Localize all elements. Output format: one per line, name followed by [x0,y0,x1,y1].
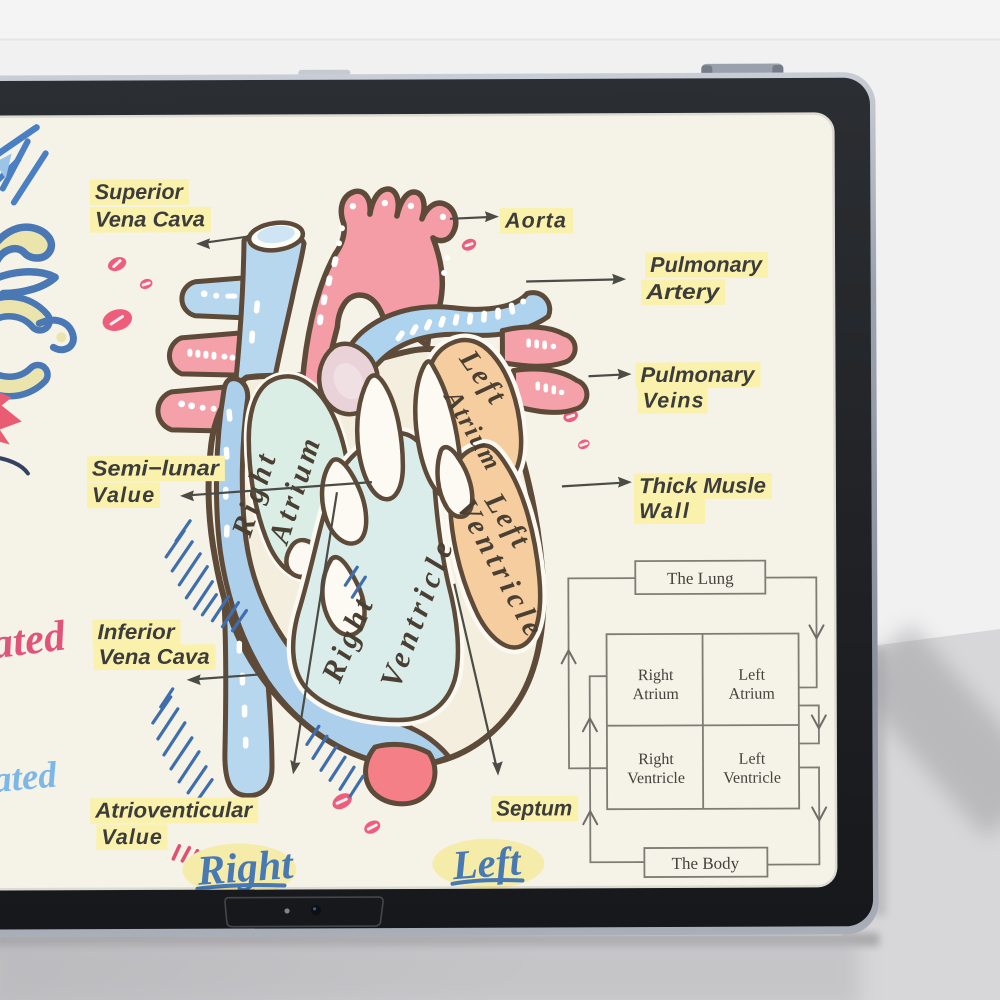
svg-text:Superior: Superior [95,180,185,204]
svg-text:Inferior: Inferior [97,620,176,644]
svg-text:Aorta: Aorta [504,208,567,232]
svg-text:Pulmonary: Pulmonary [640,363,755,387]
svg-text:Semi−lunar: Semi−lunar [92,456,221,480]
svg-text:The Body: The Body [672,854,740,873]
svg-text:Artery: Artery [645,280,720,304]
svg-text:Septum: Septum [496,796,572,820]
svg-text:Ventricle: Ventricle [627,770,685,787]
svg-text:Vena Cava: Vena Cava [95,207,205,231]
svg-text:Pulmonary: Pulmonary [650,253,763,277]
svg-text:Wall: Wall [639,499,691,523]
svg-text:Ventricle: Ventricle [723,770,781,787]
svg-text:Left: Left [738,667,765,684]
svg-text:Atrium: Atrium [633,686,680,703]
svg-text:The Lung: The Lung [667,569,734,588]
svg-text:Atrium: Atrium [729,686,776,703]
svg-text:Atrioventicular: Atrioventicular [94,798,254,823]
svg-text:Right: Right [195,842,296,895]
svg-text:nated: nated [0,754,59,803]
svg-text:Left: Left [739,751,766,768]
svg-text:Value: Value [92,483,156,507]
svg-text:Veins: Veins [643,388,705,412]
svg-text:Thick Musle: Thick Musle [639,474,766,498]
svg-text:Value: Value [101,825,163,849]
svg-text:Vena Cava: Vena Cava [99,645,210,669]
svg-text:Right: Right [638,751,674,768]
svg-text:Right: Right [638,667,674,684]
